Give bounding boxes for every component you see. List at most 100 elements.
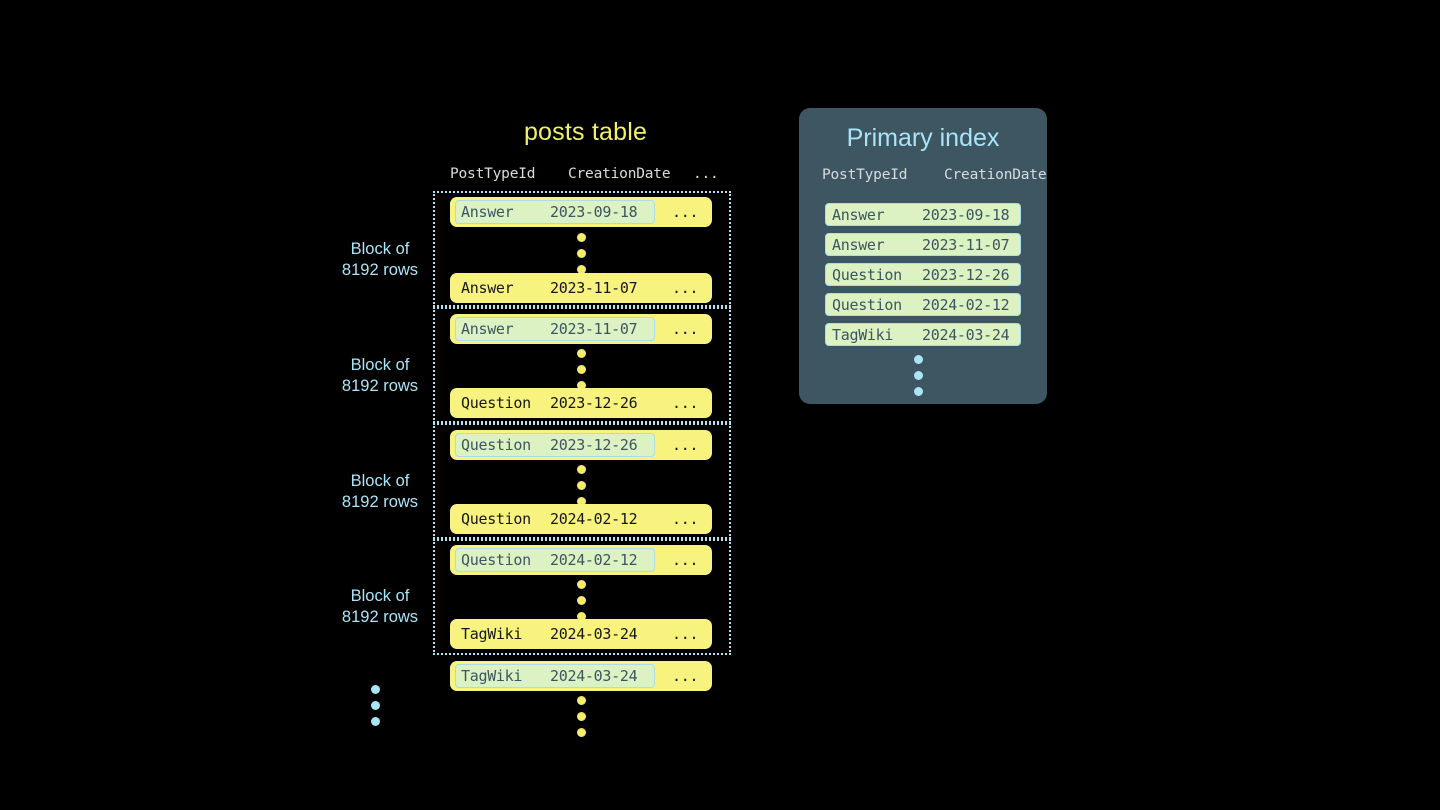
cell-posttypeid: TagWiki	[832, 326, 894, 344]
dot	[577, 696, 586, 705]
cell-creationdate: 2023-09-18	[550, 203, 638, 221]
dot	[577, 465, 586, 474]
primary-index-column-headers: PostTypeId CreationDate	[822, 167, 1047, 187]
block-label-line1: Block of	[350, 472, 410, 490]
dot	[577, 249, 586, 258]
posts-table-column-headers: PostTypeId CreationDate ...	[450, 166, 733, 186]
table-row[interactable]: TagWiki 2024-03-24 ...	[450, 619, 712, 649]
row-highlight-box	[455, 200, 655, 224]
block-label-line2: 8192 rows	[341, 493, 419, 511]
cell-creationdate: 2023-09-18	[922, 206, 1010, 224]
block-container-4	[433, 539, 731, 655]
column-header-creationdate: CreationDate	[568, 166, 671, 182]
column-header-ellipsis: ...	[693, 166, 719, 182]
block-label-line1: Block of	[350, 587, 410, 605]
cell-creationdate: 2024-03-24	[550, 667, 638, 685]
cell-creationdate: 2024-03-24	[922, 326, 1010, 344]
row-highlight-box	[455, 548, 655, 572]
cell-posttypeid: Answer	[461, 320, 514, 338]
dot	[577, 481, 586, 490]
cell-creationdate: 2023-12-26	[550, 436, 638, 454]
dot	[577, 265, 586, 274]
index-row[interactable]: Question 2024-02-12	[825, 293, 1021, 316]
rows-ellipsis-dots	[577, 233, 586, 281]
dot	[371, 685, 380, 694]
cell-posttypeid: Question	[461, 551, 531, 569]
row-highlight-box	[455, 664, 655, 688]
cell-posttypeid: TagWiki	[461, 667, 523, 685]
cell-creationdate: 2024-02-12	[922, 296, 1010, 314]
block-label-3: Block of 8192 rows	[330, 471, 430, 513]
table-row[interactable]: Question 2024-02-12 ...	[450, 504, 712, 534]
block-label-line2: 8192 rows	[341, 377, 419, 395]
index-continuation-dots	[914, 355, 923, 403]
index-row[interactable]: Answer 2023-11-07	[825, 233, 1021, 256]
cell-ellipsis: ...	[672, 436, 699, 454]
cell-posttypeid: Question	[461, 394, 531, 412]
cell-posttypeid: Answer	[832, 206, 885, 224]
cell-ellipsis: ...	[672, 203, 699, 221]
index-row[interactable]: TagWiki 2024-03-24	[825, 323, 1021, 346]
block-container-1	[433, 191, 731, 307]
cell-posttypeid: TagWiki	[461, 625, 523, 643]
cell-ellipsis: ...	[672, 279, 699, 297]
dot	[577, 596, 586, 605]
index-row[interactable]: Question 2023-12-26	[825, 263, 1021, 286]
cell-creationdate: 2023-12-26	[550, 394, 638, 412]
cell-creationdate: 2023-12-26	[922, 266, 1010, 284]
dot	[577, 612, 586, 621]
table-continuation-dots	[577, 696, 586, 744]
cell-ellipsis: ...	[672, 551, 699, 569]
dot	[914, 355, 923, 364]
table-row[interactable]: Answer 2023-11-07 ...	[450, 314, 712, 344]
table-row[interactable]: Question 2023-12-26 ...	[450, 388, 712, 418]
block-container-3	[433, 423, 731, 539]
block-label-line2: 8192 rows	[341, 608, 419, 626]
dot	[914, 387, 923, 396]
cell-ellipsis: ...	[672, 510, 699, 528]
column-header-creationdate: CreationDate	[944, 167, 1047, 183]
cell-posttypeid: Answer	[461, 279, 514, 297]
dot	[577, 712, 586, 721]
posts-table-title: posts table	[523, 118, 648, 146]
primary-index-panel: Primary index PostTypeId CreationDate An…	[799, 108, 1047, 404]
posts-table-diagram: posts table PostTypeId CreationDate ... …	[330, 118, 740, 738]
table-row[interactable]: TagWiki 2024-03-24 ...	[450, 661, 712, 691]
cell-creationdate: 2023-11-07	[550, 279, 638, 297]
rows-ellipsis-dots	[577, 349, 586, 397]
dot	[371, 701, 380, 710]
cell-creationdate: 2024-02-12	[550, 551, 638, 569]
block-label-line2: 8192 rows	[341, 261, 419, 279]
row-highlight-box	[455, 433, 655, 457]
rows-ellipsis-dots	[577, 465, 586, 513]
dot	[577, 497, 586, 506]
block-label-4: Block of 8192 rows	[330, 586, 430, 628]
dot	[371, 717, 380, 726]
table-row[interactable]: Answer 2023-11-07 ...	[450, 273, 712, 303]
dot	[577, 580, 586, 589]
block-label-line1: Block of	[350, 240, 410, 258]
cell-ellipsis: ...	[672, 394, 699, 412]
dot	[577, 349, 586, 358]
block-label-2: Block of 8192 rows	[330, 355, 430, 397]
table-row[interactable]: Question 2023-12-26 ...	[450, 430, 712, 460]
table-row[interactable]: Answer 2023-09-18 ...	[450, 197, 712, 227]
cell-posttypeid: Answer	[832, 236, 885, 254]
blocks-continuation-dots	[371, 685, 380, 733]
cell-ellipsis: ...	[672, 320, 699, 338]
row-highlight-box	[455, 317, 655, 341]
table-row[interactable]: Question 2024-02-12 ...	[450, 545, 712, 575]
dot	[577, 381, 586, 390]
cell-ellipsis: ...	[672, 667, 699, 685]
dot	[577, 233, 586, 242]
cell-creationdate: 2024-03-24	[550, 625, 638, 643]
cell-creationdate: 2024-02-12	[550, 510, 638, 528]
dot	[577, 365, 586, 374]
index-row[interactable]: Answer 2023-09-18	[825, 203, 1021, 226]
block-container-2	[433, 307, 731, 423]
cell-posttypeid: Question	[832, 296, 902, 314]
block-label-line1: Block of	[350, 356, 410, 374]
cell-posttypeid: Answer	[461, 203, 514, 221]
rows-ellipsis-dots	[577, 580, 586, 628]
cell-posttypeid: Question	[461, 436, 531, 454]
